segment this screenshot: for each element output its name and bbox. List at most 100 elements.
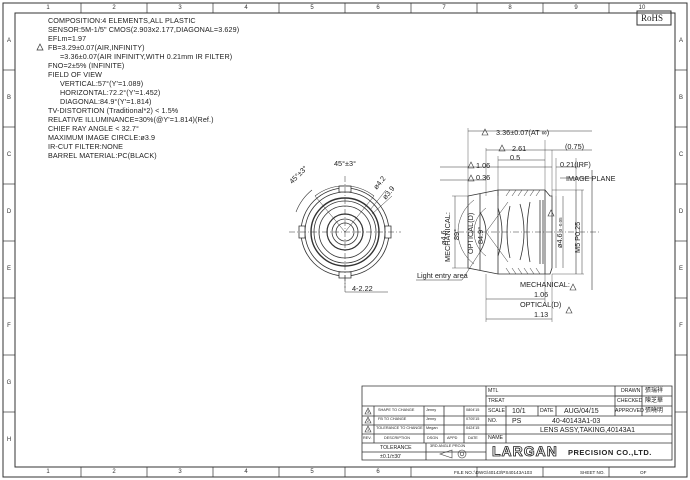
side-mech-bottom-label: MECHANICAL: [520, 280, 570, 289]
spec-line: IR-CUT FILTER:NONE [48, 142, 124, 151]
side-dim-021: 0.21(IRF) [560, 160, 591, 169]
row-letter: C [6, 152, 12, 158]
col-number: 9 [574, 5, 578, 11]
row-letter: B [6, 95, 11, 101]
rev-desc: TOLERANCE TO CHANGE [376, 426, 423, 430]
tb-no-label: NO. [488, 418, 498, 424]
rev-header-desc: DESCRIPTION [384, 436, 410, 440]
company-suffix: PRECISION CO.,LTD. [568, 448, 652, 457]
row-letter: D [678, 209, 684, 215]
row-letter: F [679, 323, 683, 329]
side-dim-05: 0.5 [510, 153, 521, 162]
col-number: 5 [310, 469, 314, 475]
row-letter: F [7, 323, 11, 329]
col-number: 4 [244, 469, 248, 475]
front-slots: 4-2.22 [352, 284, 373, 293]
spec-line: BARREL MATERIAL:PC(BLACK) [48, 151, 157, 160]
rev-rev: 1 [367, 428, 370, 432]
front-view [289, 176, 401, 292]
tb-date-label: DATE [540, 408, 554, 414]
zone-ticks [3, 3, 687, 477]
col-number: 4 [244, 5, 248, 11]
spec-line: DIAGONAL:84.9°(Y'=1.814) [60, 97, 152, 106]
side-fb: 3.36±0.07(AT ∞) [496, 128, 550, 137]
spec-line: SENSOR:5M-1/5" CMOS(2.903x2.177,DIAGONAL… [48, 25, 240, 34]
rev-rev: 3 [367, 410, 370, 414]
spec-line: TV-DISTORTION (Traditional*2) < 1.5% [48, 106, 179, 115]
rev-dsgn: Jenny [426, 417, 437, 421]
footer-sheet-no: SHEET NO. [580, 470, 605, 475]
spec-line: =3.36±0.07(AIR INFINITY,WITH 0.21mm IR F… [60, 52, 233, 61]
tb-scale-label: SCALE [488, 408, 506, 414]
row-letter: G [6, 380, 12, 386]
tb-approved: APPROVED [615, 408, 644, 414]
rev-dsgn: Jenny [426, 408, 437, 412]
rev-date: 0424'15 [466, 426, 480, 430]
row-letter: D [6, 209, 12, 215]
col-number: 2 [112, 5, 116, 11]
col-number: 7 [442, 5, 446, 11]
row-letter: A [6, 38, 11, 44]
side-thread: M5 P0.25 [573, 221, 582, 253]
col-number: 5 [310, 5, 314, 11]
footer-file-no: FILE NO.:\DWG\40143\PS40143A103 [454, 470, 532, 475]
side-dia-465: ø4.6 0 -0.05 [555, 217, 564, 248]
side-image-plane: IMAGE PLANE [566, 174, 616, 183]
side-mech-bottom-val: 1.06 [534, 290, 549, 299]
col-number: 6 [376, 5, 380, 11]
footer-of: OF [640, 470, 647, 475]
side-dia-465-tol: 0 -0.05 [558, 217, 563, 232]
rev-date: 0705'15 [466, 417, 480, 421]
company-logo: LARGAN [492, 443, 558, 459]
tb-sig-drawn: 張瑞祥 [645, 388, 664, 394]
col-number: 3 [178, 5, 182, 11]
rev-header-dsgn: DSGN [427, 436, 438, 440]
projection-symbol [440, 450, 466, 458]
spec-line: FNO=2±5% (INFINITE) [48, 61, 125, 70]
tb-treat: TREAT [488, 398, 505, 404]
side-dia-46: ø4.6 [439, 230, 448, 245]
tb-tolerance-label: TOLERANCE [380, 445, 412, 451]
col-number: 10 [638, 5, 646, 11]
side-dim-106-top: 1.06 [476, 161, 491, 170]
row-letter: B [678, 95, 683, 101]
rev-dsgn: Megan [426, 426, 438, 430]
side-opt-bottom-label: OPTICAL(D) [520, 300, 562, 309]
side-light-entry: Light entry area [417, 271, 468, 280]
col-number: 8 [508, 5, 512, 11]
col-number: 3 [178, 469, 182, 475]
tb-projection-label: 3RD ANGLE PROJN [430, 444, 466, 448]
fb-delta-marker [37, 44, 43, 50]
tb-name-val: LENS ASSY,TAKING,40143A1 [540, 427, 636, 434]
front-angle-top: 45°±3° [334, 159, 357, 168]
rohs-box [637, 11, 671, 25]
side-dim-036: 0.36 [476, 173, 491, 182]
row-letter: E [6, 266, 11, 272]
side-mech-angle-val: 89° [452, 228, 461, 240]
spec-line: MAXIMUM IMAGE CIRCLE:ø3.9 [48, 133, 156, 142]
rev-header-appd: APPD [447, 436, 458, 440]
rev-deltas [365, 408, 371, 432]
side-dim-261: 2.61 [512, 144, 527, 153]
spec-line: EFLm=1.97 [48, 34, 87, 43]
side-view [416, 128, 600, 322]
rev-date: 0804'15 [466, 408, 480, 412]
spec-line: RELATIVE ILLUMINANCE=30%(@Y'=1.814)(Ref.… [48, 115, 214, 124]
tb-scale-val: 10/1 [512, 408, 526, 415]
tb-sig-checked: 陳芝華 [645, 398, 664, 404]
side-dia-465-val: ø4.6 [555, 233, 564, 248]
spec-line: VERTICAL:57°(Y'=1.089) [60, 79, 144, 88]
side-opt-bottom-val: 1.13 [534, 310, 549, 319]
col-number: 2 [112, 469, 116, 475]
side-opt-angle: OPTICAL(D) [466, 212, 475, 254]
rev-rev: 2 [367, 419, 370, 423]
tb-no-prefix: PS [512, 418, 522, 425]
tb-mtl: MTL [488, 388, 499, 394]
tb-checked: CHECKED [617, 398, 643, 404]
side-opt-angle-val: 84.9° [476, 226, 485, 244]
tb-drawing-no: 40-40143A1-03 [552, 418, 601, 425]
tb-drawn: DRAWN [621, 388, 641, 394]
spec-line: CHIEF RAY ANGLE < 32.7° [48, 124, 139, 133]
